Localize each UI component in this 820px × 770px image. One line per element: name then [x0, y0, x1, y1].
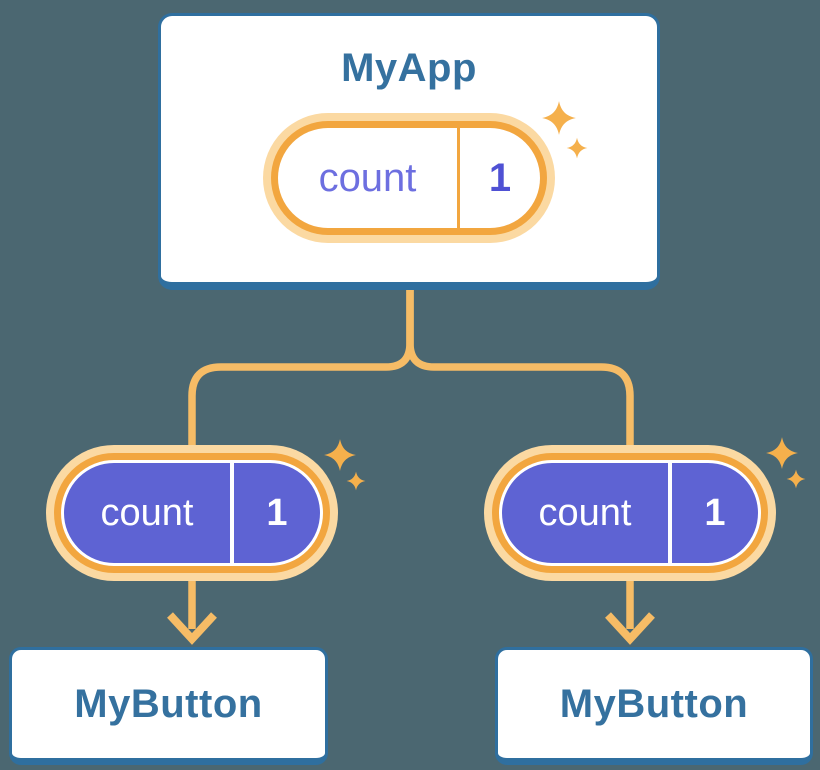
sparkle-icon-small	[786, 469, 806, 489]
prop-value: 1	[266, 491, 288, 534]
prop-pill-body: count 1	[61, 460, 323, 566]
pill-divider	[457, 128, 460, 228]
prop-pill-body: count 1	[499, 460, 761, 566]
state-pill: count 1	[263, 113, 555, 243]
sparkle-icon-large	[324, 439, 356, 471]
connector-branch-right	[406, 289, 634, 629]
sparkle-icon-small	[566, 137, 588, 159]
pill-divider	[230, 463, 234, 563]
prop-pill-ring: count 1	[492, 453, 768, 573]
state-pill-body: count 1	[278, 128, 540, 228]
arrow-down-icon	[167, 612, 217, 645]
sparkle-icon-large	[766, 437, 798, 469]
prop-value: 1	[704, 491, 726, 534]
state-label: count	[318, 155, 417, 200]
sparkle-icon-large	[542, 101, 576, 135]
prop-pill-ring: count 1	[54, 453, 330, 573]
pill-divider	[668, 463, 672, 563]
child-component-title: MyButton	[559, 681, 749, 726]
root-component-title: MyApp	[341, 46, 477, 90]
child-component-card-left: MyButton	[9, 647, 328, 765]
child-component-title: MyButton	[74, 681, 263, 726]
child-component-card-right: MyButton	[495, 647, 813, 765]
prop-pill-right: count 1	[484, 445, 776, 581]
state-pill-ring: count 1	[271, 121, 547, 235]
state-value: 1	[488, 155, 512, 200]
sparkle-icon-small	[346, 471, 366, 491]
prop-pill-left: count 1	[46, 445, 338, 581]
prop-label: count	[100, 491, 194, 534]
arrow-down-icon	[605, 612, 655, 645]
prop-label: count	[538, 491, 632, 534]
